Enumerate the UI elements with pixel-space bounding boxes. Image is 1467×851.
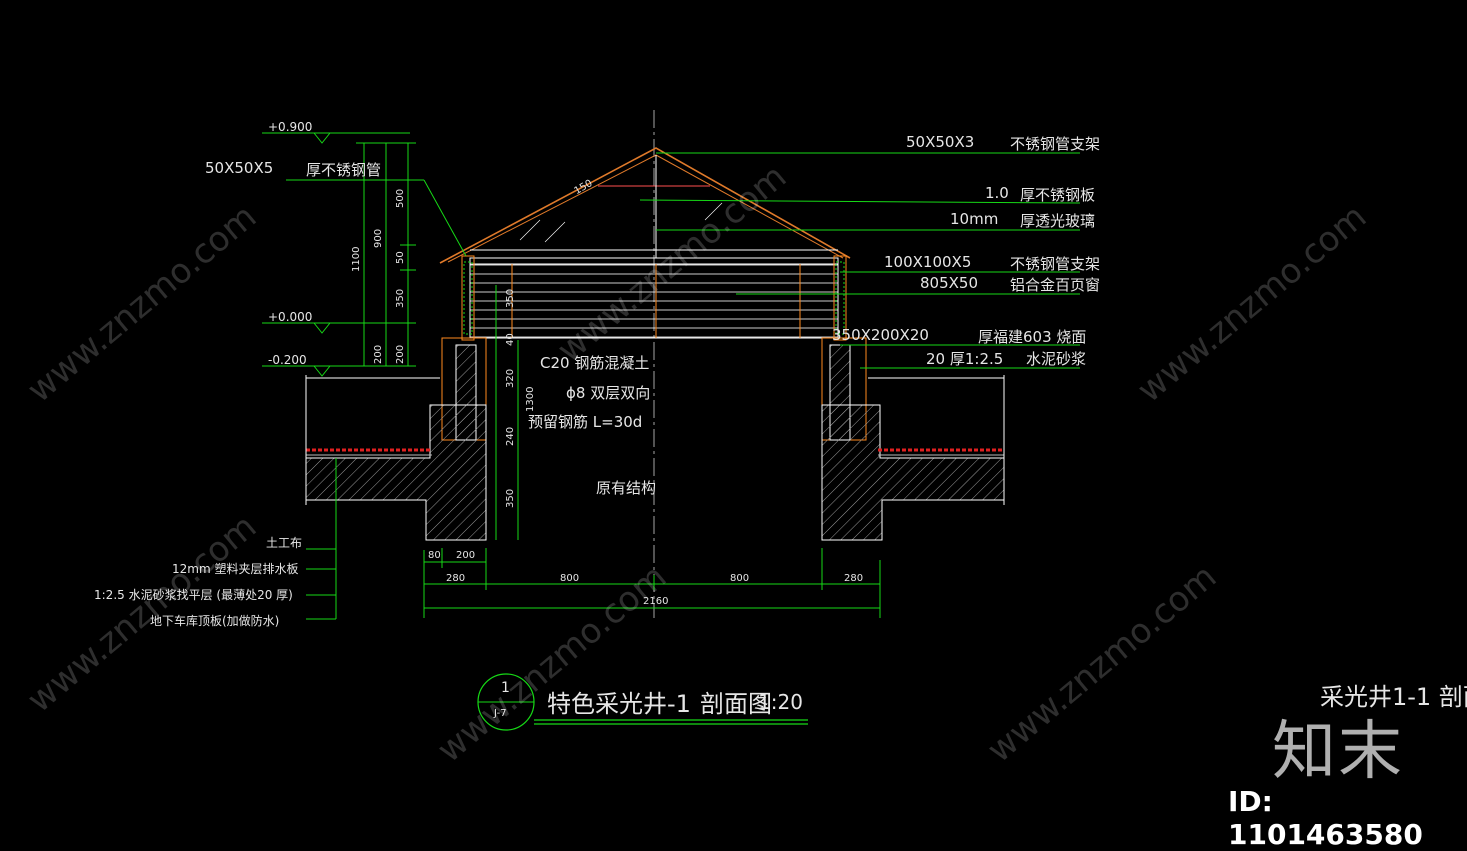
dim-1300: 1300 bbox=[525, 386, 536, 412]
callout-left-spec: 50X50X5 bbox=[205, 159, 274, 177]
callout-spec-2: 1.0 bbox=[985, 184, 1009, 202]
dim-200-inner: 200 bbox=[395, 344, 406, 364]
section-marker bbox=[477, 673, 808, 731]
callout-spec-4: 100X100X5 bbox=[884, 253, 972, 271]
elevation-ground-label: -0.200 bbox=[268, 353, 307, 367]
callout-desc-4: 不锈钢管支架 bbox=[1010, 255, 1101, 273]
right-wall-section bbox=[821, 255, 1005, 541]
dim-320: 320 bbox=[505, 368, 516, 388]
callout-left-desc: 厚不锈钢管 bbox=[306, 161, 382, 179]
dim-200-top: 200 bbox=[456, 550, 476, 561]
dim-240: 240 bbox=[505, 426, 516, 446]
dim-350-bottom: 350 bbox=[505, 488, 516, 508]
leader-lines bbox=[286, 152, 1081, 620]
horizontal-dimension-lines bbox=[423, 548, 881, 618]
callout-desc-2: 厚不锈钢板 bbox=[1020, 186, 1096, 204]
drawing-view: 剖面图 bbox=[700, 690, 772, 718]
louver-window bbox=[469, 257, 839, 339]
dim-200-mid: 200 bbox=[373, 344, 384, 364]
dim-1100: 1100 bbox=[351, 246, 362, 272]
dim-800-right: 800 bbox=[730, 573, 750, 584]
dim-80: 80 bbox=[428, 550, 441, 561]
callout-desc-7: 水泥砂浆 bbox=[1026, 350, 1087, 368]
drawing-scale: 1:20 bbox=[758, 690, 803, 714]
layer-garage-roof: 地下车库顶板(加做防水) bbox=[150, 614, 280, 628]
dim-350-top: 350 bbox=[505, 288, 516, 308]
dim-50: 50 bbox=[395, 251, 406, 264]
section-sheet: J-7 bbox=[494, 708, 507, 719]
callout-spec-1: 50X50X3 bbox=[906, 133, 975, 151]
cut-title: 采光井1-1 剖面 bbox=[1320, 683, 1467, 711]
vertical-dimension-lines bbox=[356, 142, 519, 540]
note-rebar: ϕ8 双层双向 bbox=[566, 384, 651, 402]
dim-280-left: 280 bbox=[446, 573, 466, 584]
watermark-logo: 知末 bbox=[1272, 715, 1404, 789]
dim-500: 500 bbox=[395, 188, 406, 208]
layer-drain-board: 12mm 塑料夹层排水板 bbox=[172, 562, 299, 576]
drawing-title: 特色采光井-1 bbox=[547, 690, 691, 718]
dim-800-left: 800 bbox=[560, 573, 580, 584]
note-existing-structure: 原有结构 bbox=[596, 479, 657, 497]
callout-spec-7: 20 厚1:2.5 bbox=[926, 350, 1004, 368]
layer-geotextile: 土工布 bbox=[266, 536, 303, 550]
layer-mortar: 1:2.5 水泥砂浆找平层 (最薄处20 厚) bbox=[94, 588, 293, 602]
dim-280-right: 280 bbox=[844, 573, 864, 584]
note-reserved-rebar: 预留钢筋 L=30d bbox=[528, 413, 643, 431]
dim-900: 900 bbox=[373, 228, 384, 248]
callout-desc-6: 厚福建603 烧面 bbox=[978, 328, 1087, 346]
section-number: 1 bbox=[501, 680, 510, 696]
dim-2160: 2160 bbox=[643, 596, 669, 607]
callout-desc-5: 铝合金百页窗 bbox=[1010, 276, 1101, 294]
note-concrete: C20 钢筋混凝土 bbox=[540, 354, 650, 372]
dim-40: 40 bbox=[505, 333, 516, 346]
callout-desc-1: 不锈钢管支架 bbox=[1010, 135, 1101, 153]
elevation-zero-label: +0.000 bbox=[268, 310, 313, 324]
roof-glass bbox=[439, 147, 851, 264]
callout-spec-5: 805X50 bbox=[920, 274, 978, 292]
dim-350-inner: 350 bbox=[395, 288, 406, 308]
callout-spec-6: 350X200X20 bbox=[832, 326, 929, 344]
elevation-top-label: +0.900 bbox=[268, 120, 313, 134]
callout-spec-3: 10mm bbox=[950, 210, 999, 228]
left-wall-section bbox=[305, 255, 487, 541]
callout-desc-3: 厚透光玻璃 bbox=[1020, 212, 1096, 230]
watermark-id: ID: 1101463580 bbox=[1228, 785, 1423, 851]
